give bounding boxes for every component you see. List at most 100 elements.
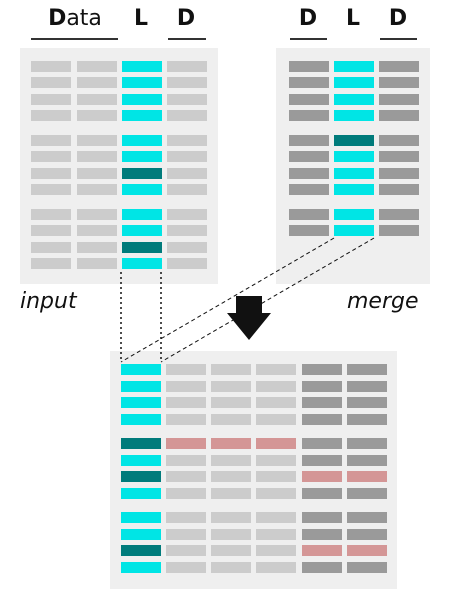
output-grid-cell xyxy=(256,414,296,425)
output-grid-cell xyxy=(211,455,251,466)
input-grid-cell xyxy=(31,151,71,162)
output-grid-cell xyxy=(302,562,342,573)
input-grid-cell xyxy=(77,110,117,121)
input-header-data: Data xyxy=(30,6,120,32)
merge-grid-cell xyxy=(289,77,329,88)
output-grid-cell xyxy=(211,545,251,556)
input-grid-cell xyxy=(77,61,117,72)
merge-grid-cell xyxy=(379,61,419,72)
output-grid-cell xyxy=(211,438,251,449)
merge-connector-right xyxy=(160,237,375,363)
input-grid-cell xyxy=(122,209,162,220)
output-grid-cell xyxy=(302,529,342,540)
output-grid-cell xyxy=(121,438,161,449)
input-header-data-initial: D xyxy=(48,6,67,31)
output-grid-cell xyxy=(166,471,206,482)
merge-caption: merge xyxy=(347,289,419,314)
input-grid-cell xyxy=(167,110,207,121)
output-grid-cell xyxy=(121,488,161,499)
input-grid-cell xyxy=(31,242,71,253)
output-grid-cell xyxy=(211,381,251,392)
merge-grid-cell xyxy=(379,184,419,195)
merge-grid-cell xyxy=(289,110,329,121)
output-grid-cell xyxy=(121,364,161,375)
input-grid-cell xyxy=(77,258,117,269)
input-grid-cell xyxy=(167,258,207,269)
input-grid-cell xyxy=(167,209,207,220)
input-header-l: L xyxy=(133,6,149,31)
input-grid-cell xyxy=(31,209,71,220)
input-grid-cell xyxy=(122,135,162,146)
merge-header-d-left-underline xyxy=(290,38,327,40)
merge-header-d-left: D xyxy=(298,6,318,31)
output-grid-cell xyxy=(211,529,251,540)
merge-grid-cell xyxy=(334,151,374,162)
input-grid-cell xyxy=(167,94,207,105)
output-grid-cell xyxy=(347,529,387,540)
merge-grid-cell xyxy=(334,110,374,121)
input-grid-cell xyxy=(77,242,117,253)
output-grid-cell xyxy=(347,455,387,466)
output-grid-cell xyxy=(121,397,161,408)
input-grid-cell xyxy=(31,77,71,88)
output-grid-cell xyxy=(256,397,296,408)
output-grid-cell xyxy=(166,414,206,425)
output-grid-cell xyxy=(347,438,387,449)
output-grid-cell xyxy=(256,471,296,482)
input-grid-cell xyxy=(167,225,207,236)
output-grid-cell xyxy=(121,562,161,573)
input-grid-cell xyxy=(31,61,71,72)
input-grid-cell xyxy=(122,242,162,253)
output-grid-cell xyxy=(166,545,206,556)
output-grid-cell xyxy=(302,438,342,449)
input-grid-cell xyxy=(77,77,117,88)
input-grid-cell xyxy=(122,225,162,236)
output-grid-cell xyxy=(347,381,387,392)
output-grid-cell xyxy=(347,545,387,556)
input-grid-cell xyxy=(31,110,71,121)
output-grid-cell xyxy=(166,529,206,540)
output-grid-cell xyxy=(347,414,387,425)
merge-grid-cell xyxy=(289,135,329,146)
input-header-d: D xyxy=(176,6,196,31)
input-header-data-rest: ata xyxy=(66,6,102,31)
output-grid-cell xyxy=(256,488,296,499)
merge-grid-cell xyxy=(289,184,329,195)
merge-grid-cell xyxy=(334,61,374,72)
merge-grid-cell xyxy=(289,225,329,236)
merge-connector-left xyxy=(120,237,335,363)
input-grid-cell xyxy=(31,94,71,105)
merge-grid-cell xyxy=(379,77,419,88)
output-grid-cell xyxy=(347,471,387,482)
output-grid-cell xyxy=(166,488,206,499)
output-grid-cell xyxy=(121,471,161,482)
output-grid-cell xyxy=(121,512,161,523)
output-grid-cell xyxy=(211,414,251,425)
output-grid-cell xyxy=(166,381,206,392)
input-grid-cell xyxy=(77,225,117,236)
merge-grid-cell xyxy=(379,135,419,146)
output-grid-cell xyxy=(302,545,342,556)
output-grid-cell xyxy=(347,512,387,523)
input-grid-cell xyxy=(31,184,71,195)
output-grid-cell xyxy=(256,562,296,573)
input-grid-cell xyxy=(167,61,207,72)
merge-grid-cell xyxy=(379,209,419,220)
input-grid-cell xyxy=(167,135,207,146)
merge-grid-cell xyxy=(289,168,329,179)
output-grid-cell xyxy=(302,488,342,499)
output-grid-cell xyxy=(166,512,206,523)
input-grid-cell xyxy=(31,225,71,236)
output-grid-cell xyxy=(211,562,251,573)
merge-grid-cell xyxy=(289,61,329,72)
down-arrow xyxy=(227,296,271,340)
output-grid-cell xyxy=(347,488,387,499)
merge-grid-cell xyxy=(379,225,419,236)
input-grid-cell xyxy=(167,77,207,88)
output-grid-cell xyxy=(347,364,387,375)
merge-grid-cell xyxy=(334,184,374,195)
input-header-data-underline xyxy=(31,38,118,40)
output-grid-cell xyxy=(211,364,251,375)
input-grid-cell xyxy=(77,209,117,220)
